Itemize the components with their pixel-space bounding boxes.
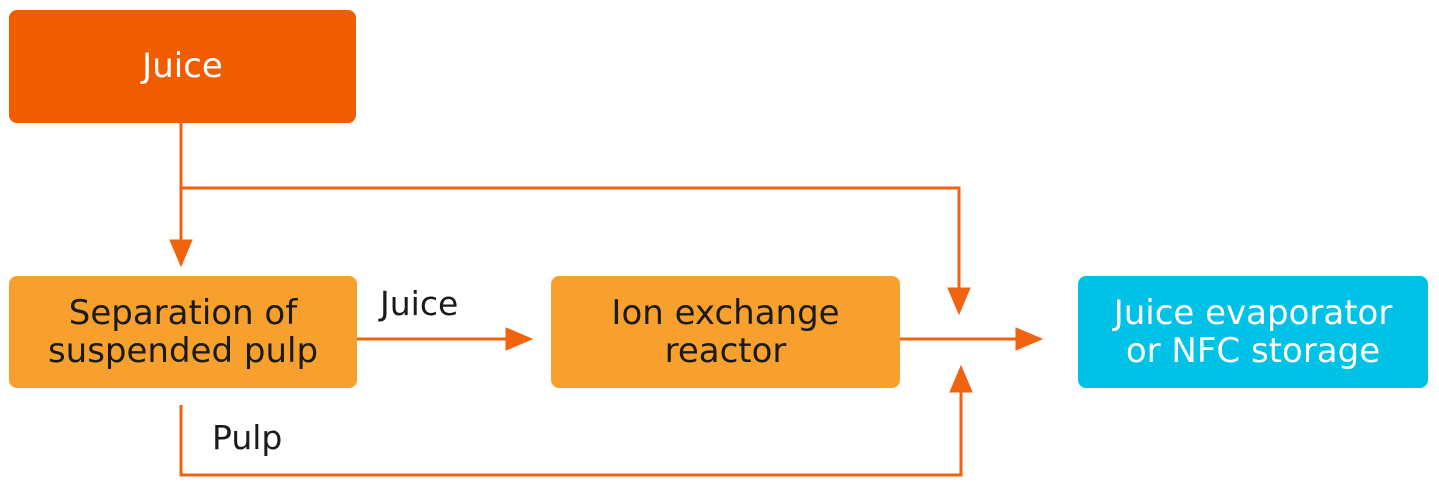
arrowhead-bypass-down (947, 287, 971, 316)
juice-edge-label: Juice (380, 284, 459, 323)
separation-label-line1: Separation of (68, 292, 298, 333)
arrowhead-pulp-up (949, 364, 973, 393)
arrowhead-to-ion (505, 327, 534, 351)
evaporator-label-line2: or NFC storage (1125, 331, 1381, 371)
connector-pulp (179, 390, 963, 477)
evaporator-label-line1: Juice evaporator (1113, 292, 1393, 333)
juice-source-label: Juice (142, 46, 223, 87)
connector-bypass (181, 186, 961, 290)
ion-exchange-node: Ion exchange reactor (551, 276, 900, 388)
pulp-edge-label: Pulp (212, 418, 283, 457)
separation-node: Separation of suspended pulp (9, 276, 357, 388)
arrowhead-to-evaporator (1015, 327, 1044, 351)
evaporator-node: Juice evaporator or NFC storage (1078, 276, 1428, 388)
ion-exchange-label-line2: reactor (664, 331, 787, 371)
juice-source-node: Juice (9, 10, 356, 123)
ion-exchange-label-line1: Ion exchange (611, 292, 840, 333)
separation-label-line2: suspended pulp (47, 331, 319, 371)
arrowhead-to-separation (169, 239, 193, 268)
